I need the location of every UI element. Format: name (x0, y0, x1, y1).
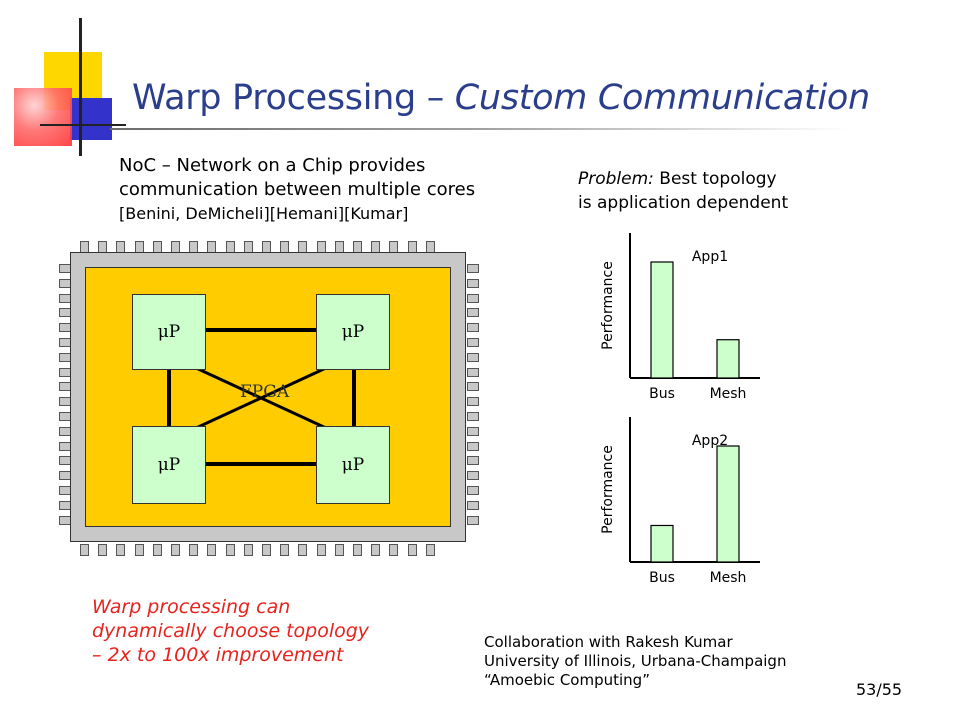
core-label: μP (341, 455, 365, 475)
chip-pin (467, 426, 479, 436)
chip-pin (189, 544, 199, 556)
warp-line-2: dynamically choose topology (92, 620, 370, 642)
chip-pin (467, 397, 479, 407)
collaboration-note: Collaboration with Rakesh Kumar Universi… (484, 633, 786, 690)
x-tick-label: Bus (649, 570, 675, 586)
x-tick-label: Mesh (710, 386, 747, 402)
chip-pin (467, 441, 479, 451)
chip-pin (467, 456, 479, 466)
chip-pin (262, 544, 271, 556)
link-diagonal-2 (195, 366, 327, 430)
page-number: 53/55 (856, 680, 903, 699)
chip-pin (280, 544, 290, 556)
logo-horizontal-line (40, 124, 126, 126)
core-top-right: μP (316, 294, 390, 370)
bar-mesh (716, 445, 740, 563)
chip-pin (243, 544, 253, 556)
chip-pin (298, 544, 308, 556)
chip-pin (467, 412, 479, 421)
chip-pin (389, 544, 399, 556)
interconnect-lines (167, 328, 356, 466)
chip-pin (467, 367, 479, 377)
chip-diagram: FPGA μP μP μP μP (56, 238, 482, 560)
bar-bus (650, 524, 674, 563)
noc-description: NoC – Network on a Chip provides communi… (119, 154, 475, 226)
chip-pin (152, 544, 162, 556)
chip-pin (316, 544, 326, 556)
chip-pin (467, 293, 479, 303)
title-main: Warp Processing – (132, 78, 455, 118)
chip-pin (467, 382, 479, 392)
core-bottom-left: μP (132, 426, 206, 504)
chart-title: App2 (692, 433, 728, 449)
collab-line-1: Collaboration with Rakesh Kumar (484, 633, 733, 651)
logo-red-square (14, 88, 72, 146)
warp-line-1: Warp processing can (92, 596, 291, 618)
collab-line-3: “Amoebic Computing” (484, 671, 650, 689)
problem-statement: Problem: Best topology is application de… (578, 167, 788, 215)
x-tick-label: Bus (649, 386, 675, 402)
chip-pin (207, 544, 217, 556)
chip-pin (467, 278, 479, 288)
chip-pin (334, 544, 344, 556)
chip-pin (134, 544, 144, 556)
fpga-label: FPGA (240, 382, 290, 402)
chip-pin (371, 544, 381, 556)
y-axis-label: Performance (600, 445, 616, 534)
chip-pin (467, 338, 479, 347)
chip-pin (467, 486, 479, 495)
problem-label: Problem: (578, 169, 654, 189)
title-underline (110, 128, 850, 130)
noc-line-1: NoC – Network on a Chip provides (119, 155, 426, 176)
chart-title: App1 (692, 249, 728, 265)
y-axis-label: Performance (600, 261, 616, 350)
warp-line-3: – 2x to 100x improvement (92, 644, 344, 666)
core-top-left: μP (132, 294, 206, 370)
bar-bus (650, 261, 674, 379)
warp-note: Warp processing can dynamically choose t… (92, 595, 369, 667)
collab-line-2: University of Illinois, Urbana-Champaign (484, 652, 787, 670)
chip-pin (225, 544, 235, 556)
problem-line-2: is application dependent (578, 193, 789, 213)
chip-pin (171, 544, 180, 556)
problem-line-1: Best topology (653, 169, 777, 189)
chip-pin (425, 544, 435, 556)
bar-mesh (716, 339, 740, 379)
chip-pin (80, 544, 89, 556)
chip-pin (98, 544, 108, 556)
chip-pin (467, 500, 479, 510)
chip-pin (467, 471, 479, 481)
x-tick-label: Mesh (710, 570, 747, 586)
logo-vertical-line (79, 18, 82, 156)
logo-blue-square (70, 98, 112, 140)
core-bottom-right: μP (316, 426, 390, 504)
chip-pin (407, 544, 417, 556)
chip-pin (116, 544, 126, 556)
chip-pin (467, 308, 479, 318)
core-label: μP (341, 322, 365, 342)
chip-pin (467, 352, 479, 362)
chip-pin (467, 515, 479, 525)
corner-logo (10, 18, 130, 158)
title-italic: Custom Communication (454, 78, 870, 118)
core-label: μP (157, 322, 181, 342)
chip-pin (467, 264, 479, 273)
noc-references: [Benini, DeMicheli][Hemani][Kumar] (119, 204, 409, 223)
chip-pin (353, 544, 362, 556)
page-title: Warp Processing – Custom Communication (132, 78, 870, 118)
chip-pin (467, 323, 479, 333)
noc-line-2: communication between multiple cores (119, 179, 476, 200)
core-label: μP (157, 455, 181, 475)
